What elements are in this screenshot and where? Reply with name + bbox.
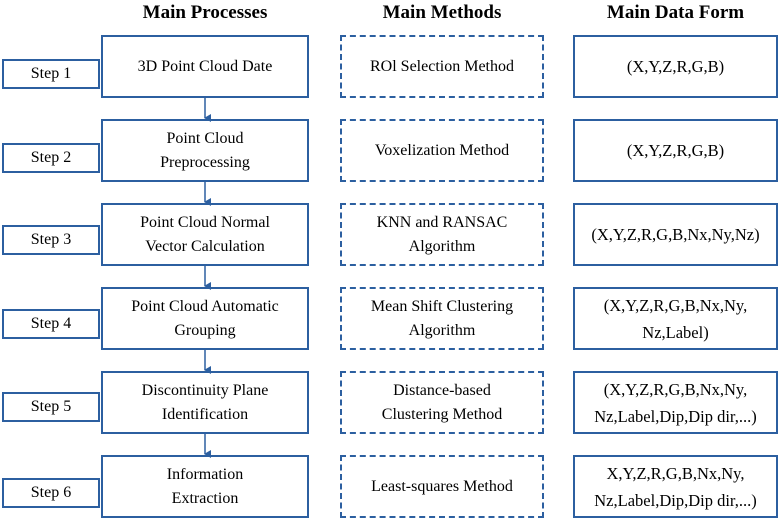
step-5-label: Step 5 (2, 392, 100, 422)
method-step-6: Least-squares Method (340, 455, 544, 518)
data-form-step-6-text: X,Y,Z,R,G,B,Nx,Ny, Nz,Label,Dip,Dip dir,… (594, 463, 757, 510)
data-form-step-5: (X,Y,Z,R,G,B,Nx,Ny, Nz,Label,Dip,Dip dir… (573, 371, 778, 434)
process-step-3-text: Point Cloud Normal Vector Calculation (140, 213, 270, 255)
step-2-label: Step 2 (2, 143, 100, 173)
method-step-3-text: KNN and RANSAC Algorithm (376, 213, 508, 255)
data-form-step-4-text: (X,Y,Z,R,G,B,Nx,Ny, Nz,Label) (603, 295, 748, 342)
method-step-2: Voxelization Method (340, 119, 544, 182)
process-step-1: 3D Point Cloud Date (101, 35, 309, 98)
step-6-label: Step 6 (2, 478, 100, 508)
method-step-4: Mean Shift Clustering Algorithm (340, 287, 544, 350)
data-form-step-6: X,Y,Z,R,G,B,Nx,Ny, Nz,Label,Dip,Dip dir,… (573, 455, 778, 518)
data-form-step-1-text: (X,Y,Z,R,G,B) (626, 57, 725, 76)
method-step-4-text: Mean Shift Clustering Algorithm (370, 297, 514, 339)
header-main-data-form: Main Data Form (606, 2, 745, 23)
method-step-5-text: Distance-based Clustering Method (381, 381, 503, 423)
data-form-step-5-text: (X,Y,Z,R,G,B,Nx,Ny, Nz,Label,Dip,Dip dir… (594, 379, 757, 426)
method-step-3: KNN and RANSAC Algorithm (340, 203, 544, 266)
data-form-step-4: (X,Y,Z,R,G,B,Nx,Ny, Nz,Label) (573, 287, 778, 350)
process-step-6-text: Information Extraction (166, 465, 244, 507)
process-step-2-text: Point Cloud Preprocessing (160, 129, 250, 171)
data-form-step-3-text: (X,Y,Z,R,G,B,Nx,Ny,Nz) (591, 225, 760, 244)
header-main-methods: Main Methods (382, 2, 502, 23)
method-step-5: Distance-based Clustering Method (340, 371, 544, 434)
method-step-2-text: Voxelization Method (374, 141, 510, 159)
step-3-label: Step 3 (2, 225, 100, 255)
data-form-step-2-text: (X,Y,Z,R,G,B) (626, 141, 725, 160)
data-form-step-3: (X,Y,Z,R,G,B,Nx,Ny,Nz) (573, 203, 778, 266)
step-1-label: Step 1 (2, 59, 100, 89)
step-4-label: Step 4 (2, 309, 100, 339)
process-step-4-text: Point Cloud Automatic Grouping (131, 297, 279, 339)
data-form-step-1: (X,Y,Z,R,G,B) (573, 35, 778, 98)
method-step-1-text: ROl Selection Method (370, 57, 514, 75)
process-step-5-text: Discontinuity Plane Identification (141, 381, 269, 423)
method-step-6-text: Least-squares Method (371, 477, 513, 495)
data-form-step-2: (X,Y,Z,R,G,B) (573, 119, 778, 182)
method-step-1: ROl Selection Method (340, 35, 544, 98)
header-main-processes: Main Processes (142, 2, 268, 23)
process-step-1-text: 3D Point Cloud Date (137, 57, 273, 75)
